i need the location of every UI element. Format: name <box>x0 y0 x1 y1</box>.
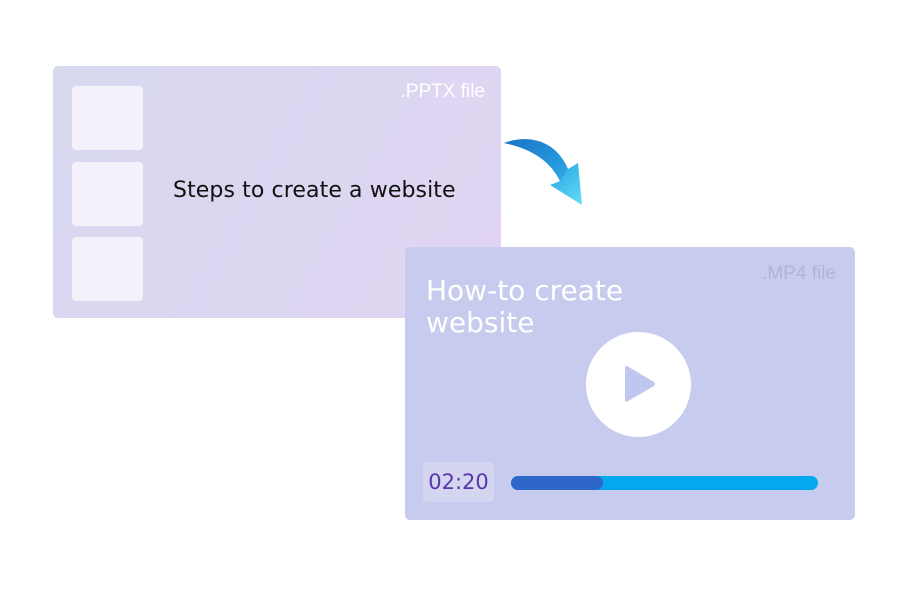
curved-arrow-icon <box>504 139 582 205</box>
slide-thumbnail-2[interactable] <box>72 162 143 226</box>
slide-thumbnail-3[interactable] <box>72 237 143 301</box>
video-duration: 02:20 <box>423 462 494 502</box>
video-title: How-to create website <box>426 275 623 339</box>
pptx-file-label: .PPTX file <box>400 81 485 102</box>
mp4-file-label: .MP4 file <box>762 263 836 284</box>
play-icon <box>625 365 655 402</box>
mp4-video-card: .MP4 file How-to create website 02:20 <box>405 247 855 520</box>
slide-thumbnail-1[interactable] <box>72 86 143 150</box>
slide-title: Steps to create a website <box>173 178 456 203</box>
video-title-line-1: How-to create <box>426 274 624 307</box>
play-button[interactable] <box>586 332 691 437</box>
progress-played <box>511 476 604 490</box>
pptx-slide-card: .PPTX file Steps to create a website <box>53 66 501 318</box>
progress-bar[interactable] <box>511 476 818 490</box>
video-title-line-2: website <box>426 306 535 339</box>
